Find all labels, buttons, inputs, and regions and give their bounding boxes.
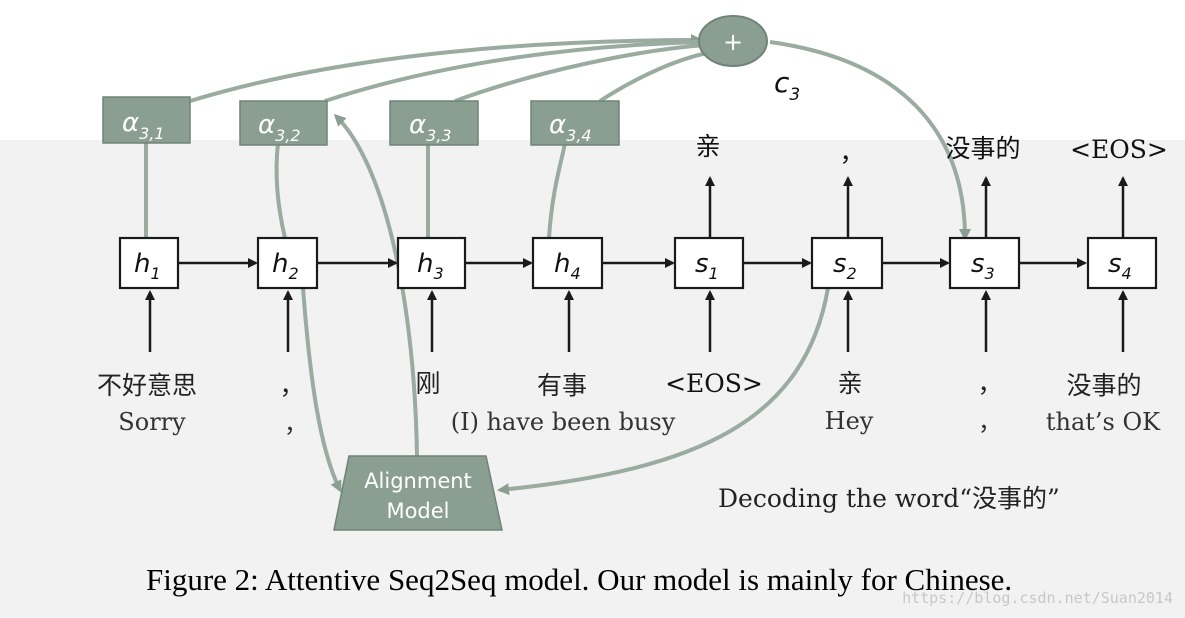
alignment-model: Alignment Model <box>333 455 503 531</box>
decoder-input-cn-1: <EOS> <box>665 369 763 398</box>
curve-a31-to-sum <box>189 34 703 103</box>
figure-caption: Figure 2: Attentive Seq2Seq model. Our m… <box>146 562 1012 597</box>
decoding-note: Decoding the word“没事的” <box>718 484 1060 513</box>
attention-label-3: α3,3 <box>409 110 452 145</box>
encoder-phrase-en: (I) have been busy <box>451 408 676 436</box>
context-label: c3 <box>774 66 800 105</box>
encoder-input-cn-1: 不好意思 <box>97 371 197 400</box>
input-arrows <box>145 290 1128 352</box>
attention-label-2: α3,2 <box>258 110 301 145</box>
encoder-input-cn-4: 有事 <box>537 371 587 400</box>
decoder-input-cn-4: 没事的 <box>1066 371 1141 400</box>
decoder-box-1: s1 <box>673 236 745 290</box>
encoder-input-cn-2: ， <box>279 371 304 400</box>
attention-curves <box>144 34 971 496</box>
decoder-input-en-3: ， <box>978 408 1002 436</box>
encoder-box-label-1: h1 <box>134 249 161 283</box>
encoder-input-en-2: ， <box>284 410 308 438</box>
curve-h2-to-alignment <box>301 287 342 493</box>
encoder-input-cn-3: 刚 <box>415 369 440 398</box>
attention-label-1: α3,1 <box>122 108 165 143</box>
encoder-box-label-2: h2 <box>272 249 299 283</box>
attention-box-1: α3,1 <box>102 96 191 144</box>
curve-s2-to-alignment <box>497 287 830 496</box>
decoder-output-1: 亲 <box>695 132 720 161</box>
decoder-box-2: s2 <box>810 236 884 290</box>
decoder-box-3: s3 <box>948 236 1021 290</box>
encoder-box-4: h4 <box>531 236 604 290</box>
decoder-box-label-2: s2 <box>833 249 857 283</box>
curve-h4-to-a34 <box>547 142 567 239</box>
attention-label-4: α3,4 <box>549 110 592 145</box>
sum-node-label: + <box>723 28 743 56</box>
decoder-box-label-3: s3 <box>971 249 995 283</box>
decoder-box-label-4: s4 <box>1108 249 1132 283</box>
sum-node: + <box>698 15 768 67</box>
curve-alignment-to-a32 <box>333 113 419 457</box>
encoder-box-2: h2 <box>256 236 319 290</box>
alignment-model-shape <box>333 455 503 531</box>
output-arrows <box>705 176 1128 237</box>
encoder-box-label-3: h3 <box>417 249 444 283</box>
decoder-output-2: ， <box>839 138 864 167</box>
alignment-model-line1: Alignment <box>364 469 472 493</box>
decoder-box-4: s4 <box>1086 236 1158 290</box>
encoder-input-en-1: Sorry <box>118 408 186 436</box>
curve-a32-to-sum <box>324 40 701 103</box>
curve-sum-to-s3 <box>769 40 971 241</box>
watermark: https://blog.csdn.net/Suan2014 <box>902 589 1173 607</box>
alignment-model-line2: Model <box>386 499 449 523</box>
encoder-box-3: h3 <box>396 236 467 290</box>
decoder-output-3: 没事的 <box>945 134 1020 163</box>
decoder-input-en-4: that’s OK <box>1046 408 1161 436</box>
encoder-box-1: h1 <box>118 236 180 290</box>
curve-a34-to-sum <box>598 50 713 103</box>
sum-node-ellipse <box>698 15 768 67</box>
background-band <box>0 140 1185 618</box>
curve-h2-to-a32 <box>274 142 287 239</box>
decoder-box-label-1: s1 <box>695 249 719 283</box>
attention-box-4: α3,4 <box>530 100 620 146</box>
decoder-input-cn-3: ， <box>977 369 1002 398</box>
attention-box-2: α3,2 <box>239 100 328 146</box>
attention-box-3: α3,3 <box>389 100 479 146</box>
encoder-box-label-4: h4 <box>554 249 581 283</box>
decoder-input-cn-2: 亲 <box>837 369 862 398</box>
curve-a33-to-sum <box>454 43 706 103</box>
decoder-output-4: <EOS> <box>1070 135 1168 164</box>
decoder-input-en-2: Hey <box>825 407 874 435</box>
